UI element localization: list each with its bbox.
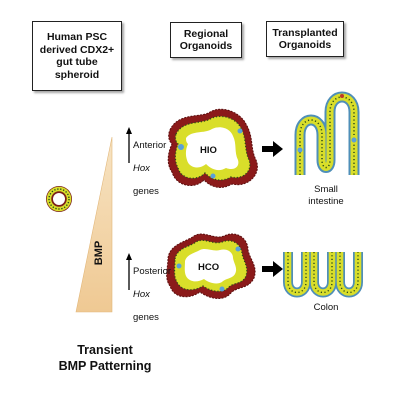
hio-label: HIO xyxy=(200,145,217,156)
posterior-word: Posterior xyxy=(133,265,172,277)
transplanted-organoids-header-text: Transplanted Organoids xyxy=(272,26,338,52)
transplanted-organoids-header: Transplanted Organoids xyxy=(266,21,344,57)
posterior-hox-word: Hox xyxy=(133,288,150,300)
anterior-hox-label: Anterior Hox genes xyxy=(133,128,166,209)
anterior-hox-arrow xyxy=(126,127,132,163)
anterior-genes-word: genes xyxy=(133,185,159,197)
hio-organoid xyxy=(167,108,258,188)
posterior-hox-label: Posterior Hox genes xyxy=(133,254,171,335)
transient-bmp-caption: Transient BMP Patterning xyxy=(58,343,152,373)
bmp-gradient-wedge xyxy=(75,136,113,313)
psc-spheroid-header-text: Human PSC derived CDX2+ gut tube spheroi… xyxy=(39,31,115,81)
anterior-transplant-arrow xyxy=(262,141,283,157)
hco-label: HCO xyxy=(198,262,220,273)
anterior-word: Anterior xyxy=(133,139,167,151)
bmp-gradient-label: BMP xyxy=(93,240,105,266)
colon-label: Colon xyxy=(313,302,339,313)
regional-organoids-header-text: Regional Organoids xyxy=(179,27,233,53)
small-intestine-label: Small intestine xyxy=(308,184,344,207)
small-intestine-organoid xyxy=(294,91,360,175)
spheroid-icon xyxy=(46,186,72,212)
posterior-hox-arrow xyxy=(126,253,132,290)
colon-organoid xyxy=(283,252,363,298)
posterior-genes-word: genes xyxy=(133,311,159,323)
anterior-hox-word: Hox xyxy=(133,162,150,174)
psc-spheroid-header: Human PSC derived CDX2+ gut tube spheroi… xyxy=(32,21,122,91)
regional-organoids-header: Regional Organoids xyxy=(170,22,242,58)
hco-organoid xyxy=(166,233,256,299)
posterior-transplant-arrow xyxy=(262,261,283,277)
